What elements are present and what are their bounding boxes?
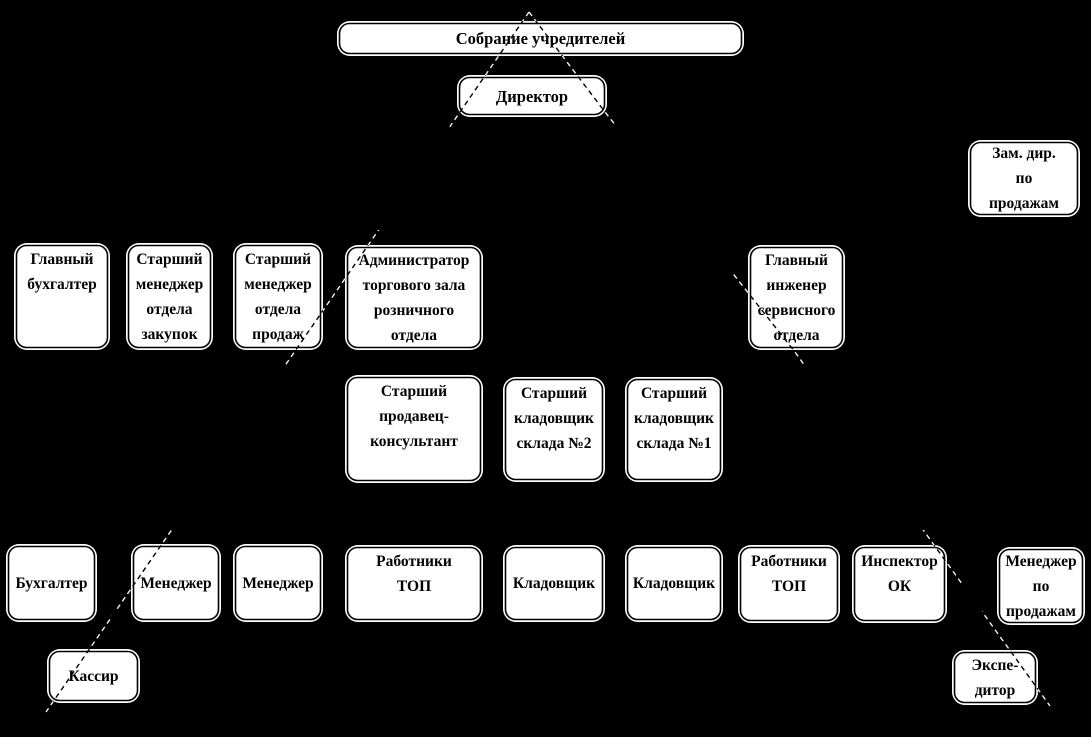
- node-label-st-kladovshchik-sklada-2: Старший кладовщик склада №2: [514, 385, 594, 452]
- node-label-sobranie: Собрание учредителей: [455, 29, 626, 48]
- node-label-menedzher-2: Менеджер: [242, 574, 314, 592]
- node-label-zam-dir-po-prodazham: Зам. дир. по продажам: [989, 145, 1059, 212]
- node-box-st-kladovshchik-sklada-2: [503, 377, 605, 482]
- node-box-glavnyi-buhgalter: [14, 243, 110, 350]
- node-box-st-kladovshchik-sklada-1: [625, 377, 723, 482]
- node-label-administrator-torgovogo-zala: Администратор торгового зала розничного …: [358, 251, 470, 344]
- node-border-glavnyi-inzhener: [749, 246, 844, 349]
- node-box-ekspeditor: [952, 650, 1038, 705]
- node-border-st-menedzher-otdela-zakupok: [127, 244, 212, 349]
- node-box-administrator-torgovogo-zala: [345, 245, 483, 350]
- node-box-inspektor-ok: [852, 545, 947, 623]
- node-label-buhgalter: Бухгалтер: [15, 574, 88, 592]
- node-box-st-menedzher-otdela-prodazh: [233, 243, 323, 350]
- node-border-st-menedzher-otdela-prodazh: [234, 244, 322, 349]
- node-label-inspektor-ok: Инспектор ОК: [861, 553, 938, 595]
- node-label-kladovshchik-2: Кладовщик: [632, 575, 716, 592]
- node-box-menedzher-po-prodazham: [997, 547, 1085, 625]
- node-border-direktor: [458, 76, 606, 116]
- node-border-st-kladovshchik-sklada-1: [626, 378, 722, 481]
- node-border-inspektor-ok: [853, 546, 946, 622]
- node-label-kladovshchik-1: Кладовщик: [512, 575, 596, 592]
- connector-dashed-line-left-on-dark: [45, 11, 530, 713]
- node-border-buhgalter: [7, 545, 96, 621]
- node-label-glavnyi-buhgalter: Главный бухгалтер: [27, 251, 97, 293]
- node-border-glavnyi-buhgalter: [15, 244, 109, 349]
- node-box-menedzher-2: [233, 544, 323, 622]
- node-box-st-prodavets-konsultant: [345, 375, 483, 483]
- node-label-st-prodavets-konsultant: Старший продавец- консультант: [370, 383, 458, 450]
- node-label-direktor: Директор: [495, 86, 569, 106]
- node-label-menedzher-po-prodazham: Менеджер по продажам: [1005, 552, 1077, 620]
- node-border-rabotniki-top-2: [739, 546, 839, 622]
- node-box-st-menedzher-otdela-zakupok: [126, 243, 213, 350]
- node-box-buhgalter: [6, 544, 97, 622]
- node-border-kladovshchik-1: [504, 546, 604, 621]
- node-border-menedzher-po-prodazham: [998, 548, 1084, 624]
- node-label-st-menedzher-otdela-prodazh: Старший менеджер отдела продаж: [244, 250, 312, 343]
- node-border-menedzher-2: [234, 545, 322, 621]
- nodes-layer: [6, 21, 1085, 705]
- node-box-kassir: [47, 649, 140, 703]
- node-box-kladovshchik-2: [625, 545, 723, 622]
- node-label-rabotniki-top-2: Работники ТОП: [751, 553, 827, 595]
- node-border-menedzher-1: [132, 545, 220, 621]
- node-border-st-prodavets-konsultant: [346, 376, 482, 482]
- node-box-rabotniki-top-1: [345, 545, 483, 622]
- node-label-rabotniki-top-1: Работники ТОП: [376, 553, 452, 595]
- node-border-zam-dir-po-prodazham: [969, 141, 1079, 216]
- node-border-kassir: [48, 650, 139, 702]
- node-label-menedzher-1: Менеджер: [140, 574, 212, 592]
- node-label-st-kladovshchik-sklada-1: Старший кладовщик склада №1: [634, 385, 714, 452]
- node-box-rabotniki-top-2: [738, 545, 840, 623]
- node-box-direktor: [457, 75, 607, 117]
- node-border-st-kladovshchik-sklada-2: [504, 378, 604, 481]
- node-label-ekspeditor: Экспе- дитор: [971, 656, 1019, 699]
- node-box-menedzher-1: [131, 544, 221, 622]
- node-box-sobranie: [337, 21, 744, 56]
- node-border-sobranie: [338, 22, 743, 55]
- node-box-kladovshchik-1: [503, 545, 605, 622]
- node-border-kladovshchik-2: [626, 546, 722, 621]
- node-box-zam-dir-po-prodazham: [968, 140, 1080, 217]
- node-label-st-menedzher-otdela-zakupok: Старший менеджер отдела закупок: [135, 250, 204, 343]
- node-border-administrator-torgovogo-zala: [346, 246, 482, 349]
- node-label-kassir: Кассир: [68, 667, 119, 685]
- node-border-rabotniki-top-1: [346, 546, 482, 621]
- node-label-glavnyi-inzhener: Главный инженер сервисного отдела: [757, 251, 836, 344]
- node-border-ekspeditor: [953, 651, 1037, 704]
- node-box-glavnyi-inzhener: [748, 245, 845, 350]
